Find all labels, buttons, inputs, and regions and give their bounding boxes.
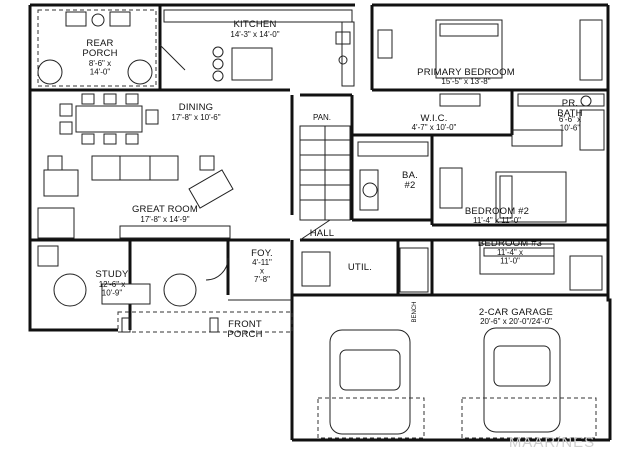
label-primary-bedroom: PRIMARY BEDROOM <box>417 67 515 78</box>
label-utility: UTIL. <box>348 262 372 273</box>
size-dining: 17'-8" x 10'-6" <box>171 113 220 122</box>
kitchen-area <box>159 9 355 87</box>
watermark-logo: MAAR/NES <box>509 434 595 450</box>
label-primary-bath: PR.BATH <box>557 98 582 119</box>
bedroom2-furniture <box>439 167 567 223</box>
front-porch-area <box>117 299 293 333</box>
label-bedroom3: BEDROOM #3 <box>478 238 542 249</box>
interior-walls <box>30 5 608 330</box>
garage-cars <box>317 327 597 439</box>
label-wic: W.I.C. <box>420 113 447 124</box>
label-foyer: FOY. <box>251 248 273 259</box>
bedroom3-furniture <box>479 243 603 291</box>
label-bench: BENCH <box>412 301 418 322</box>
label-kitchen: KITCHEN <box>233 19 276 30</box>
size-primary-bedroom: 15'-5" x 13'-8" <box>441 77 490 86</box>
size-kitchen: 14'-3" x 14'-0" <box>230 30 279 39</box>
size-great-room: 17'-8" x 14'-9" <box>140 215 189 224</box>
great-room-furniture <box>37 155 234 239</box>
label-garage: 2-CAR GARAGE <box>479 307 553 318</box>
label-great-room: GREAT ROOM <box>132 204 198 215</box>
size-garage: 20'-6" x 20'-0"/24'-0" <box>480 317 552 326</box>
label-dining: DINING <box>179 102 213 113</box>
label-study: STUDY <box>95 269 129 280</box>
rear-porch-area <box>37 9 157 87</box>
label-hall: HALL <box>310 228 335 239</box>
dining-table <box>59 93 159 145</box>
label-bath2: BA.#2 <box>402 170 418 191</box>
foyer-util-fixtures <box>205 219 429 293</box>
stairs <box>299 125 351 221</box>
label-pantry: PAN. <box>313 113 331 122</box>
size-bedroom2: 11'-4" x 11'-0" <box>473 216 521 225</box>
primary-suite-furniture <box>377 19 605 151</box>
bath2-fixtures <box>357 141 429 211</box>
study-furniture <box>37 245 197 307</box>
label-bedroom2: BEDROOM #2 <box>465 206 529 217</box>
exterior-walls <box>28 3 612 442</box>
size-wic: 4'-7" x 10'-0" <box>412 123 457 132</box>
